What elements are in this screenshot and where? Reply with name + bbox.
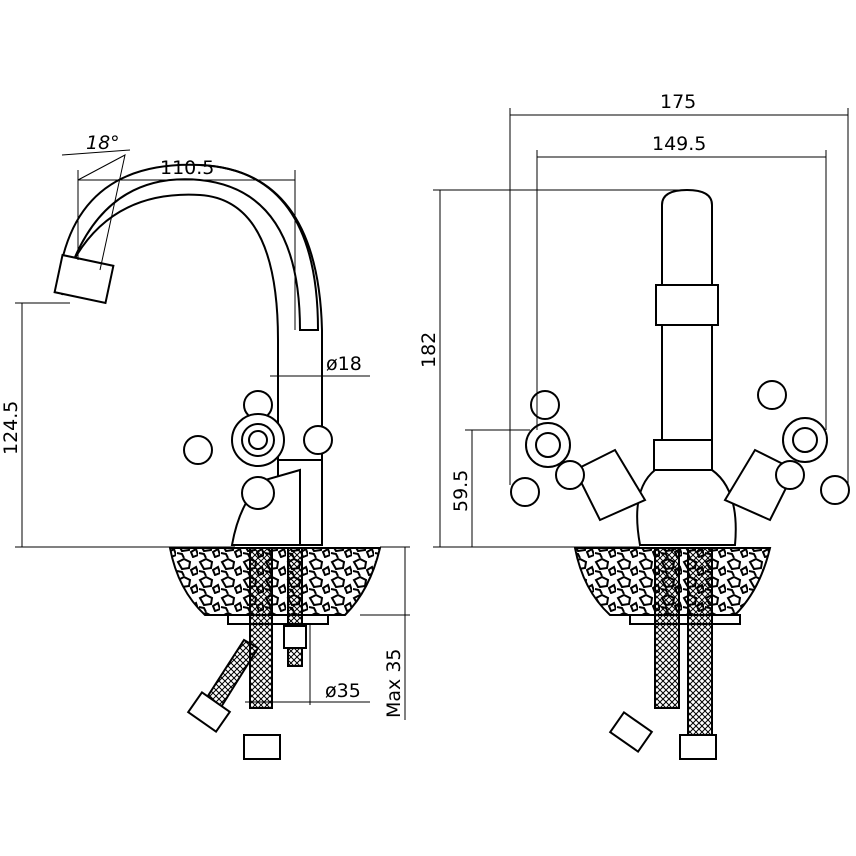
spout-diameter-label: ø18: [326, 353, 362, 375]
front-body: [653, 439, 713, 471]
spout-inner: [74, 164, 323, 461]
left-valve-arm: [573, 448, 647, 522]
handle-height-label: 59.5: [450, 470, 472, 512]
front-hose-2: [687, 547, 713, 739]
side-hose-nut-1: [243, 734, 281, 760]
side-hose-nut-2: [186, 691, 232, 733]
spout-height-label: 124.5: [0, 401, 22, 455]
front-washer: [629, 614, 741, 625]
nut: [283, 625, 307, 649]
spout-outline: [59, 163, 320, 331]
right-handle: [757, 380, 850, 505]
max-thickness-label: Max 35: [383, 649, 405, 719]
front-hose-1: [654, 547, 680, 709]
front-view: [510, 188, 850, 760]
overall-height-label: 182: [418, 332, 440, 368]
front-dimensions: 175 149.5 182 59.5: [418, 91, 849, 548]
side-dimensions: 18° 110.5 ø18 124.5 Max 35 ø35: [0, 132, 410, 720]
spout-reach-label: 110.5: [160, 157, 214, 179]
front-hose-nut-2: [608, 711, 654, 753]
aerator: [53, 253, 115, 305]
hole-diameter-label: ø35: [325, 680, 361, 702]
side-handle: [183, 390, 333, 510]
handle-width-label: 149.5: [652, 133, 706, 155]
front-hose-nut-1: [679, 734, 717, 760]
front-spout-ring: [655, 284, 719, 326]
front-base: [636, 469, 737, 546]
side-view: [53, 163, 382, 760]
side-countertop-stone: [168, 547, 382, 616]
overall-width-label: 175: [660, 91, 696, 113]
side-washer: [227, 614, 329, 625]
side-hose-1: [249, 547, 273, 709]
left-handle: [510, 390, 585, 507]
angle-label: 18°: [86, 132, 120, 154]
